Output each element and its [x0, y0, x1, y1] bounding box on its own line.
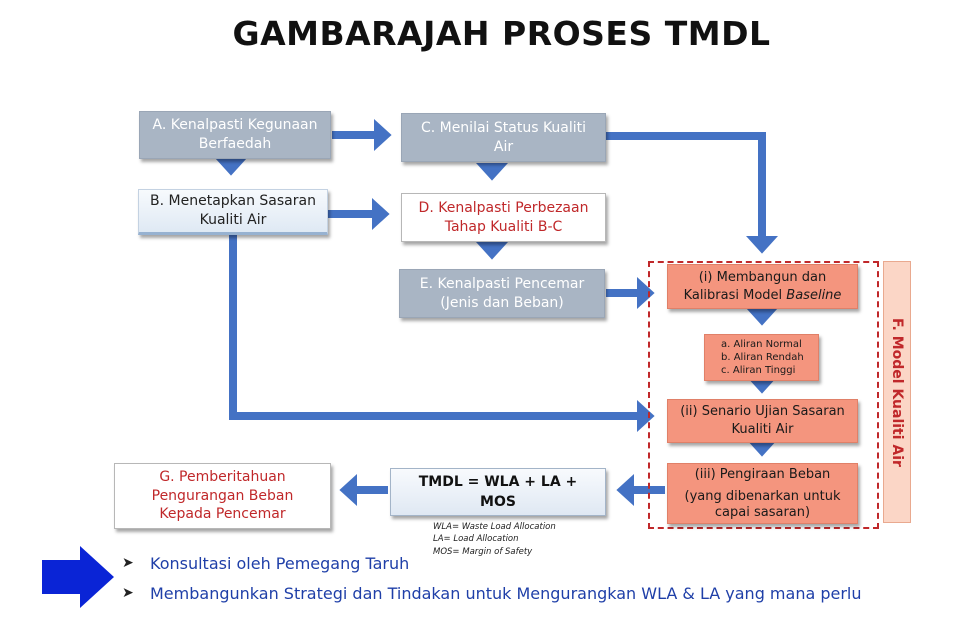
bullet-arrow-icon: ➤: [122, 585, 134, 601]
box-d: D. Kenalpasti Perbezaan Tahap Kualiti B-…: [401, 193, 606, 242]
flow-high: c. Aliran Tinggi: [721, 365, 796, 376]
box-f-iii: (iii) Pengiraan Beban (yang dibenarkan u…: [667, 463, 858, 524]
bullet-item: ➤ Konsultasi oleh Pemegang Taruh: [122, 551, 862, 575]
box-f-i: (i) Membangun dan Kalibrasi Model Baseli…: [667, 264, 858, 309]
note-la: LA= Load Allocation: [433, 534, 519, 545]
box-d-label: D. Kenalpasti Perbezaan Tahap Kualiti B-…: [418, 199, 589, 235]
box-f-i-label: (i) Membangun dan Kalibrasi Model Baseli…: [683, 269, 842, 303]
flow-low: b. Aliran Rendah: [721, 352, 804, 363]
bullet-list: ➤ Konsultasi oleh Pemegang Taruh ➤ Memba…: [122, 551, 862, 611]
box-a-label: A. Kenalpasti Kegunaan Berfaedah: [152, 117, 318, 152]
big-arrow-icon: [42, 546, 114, 608]
page-title: GAMBARAJAH PROSES TMDL: [232, 14, 771, 53]
box-c-label: C. Menilai Status Kualiti Air: [420, 119, 587, 155]
note-wla: WLA= Waste Load Allocation: [433, 522, 556, 532]
box-g-label: G. Pemberitahuan Pengurangan Beban Kepad…: [151, 468, 294, 523]
box-flows: a. Aliran Normal b. Aliran Rendah c. Ali…: [704, 334, 819, 381]
box-a: A. Kenalpasti Kegunaan Berfaedah: [139, 111, 331, 159]
bullet-text: Membangunkan Strategi dan Tindakan untuk…: [150, 583, 862, 603]
box-e-label: E. Kenalpasti Pencemar (Jenis dan Beban): [419, 275, 585, 311]
arrow-c-to-fi: [606, 132, 778, 254]
model-label: F. Model Kualiti Air: [889, 317, 905, 467]
note-mos: MOS= Margin of Safety: [433, 546, 533, 557]
box-c: C. Menilai Status Kualiti Air: [401, 113, 606, 162]
bullet-arrow-icon: ➤: [122, 555, 134, 571]
box-f-iii-line1: (iii) Pengiraan Beban: [694, 466, 831, 482]
box-e: E. Kenalpasti Pencemar (Jenis dan Beban): [399, 269, 605, 318]
box-f-ii: (ii) Senario Ujian Sasaran Kualiti Air: [667, 399, 858, 443]
bullet-text: Konsultasi oleh Pemegang Taruh: [150, 553, 410, 573]
abbreviation-notes: WLA= Waste Load Allocation LA= Load Allo…: [433, 521, 556, 558]
model-group-border: [648, 261, 879, 529]
box-g: G. Pemberitahuan Pengurangan Beban Kepad…: [114, 463, 331, 529]
box-b: B. Menetapkan Sasaran Kualiti Air: [138, 189, 328, 235]
bullet-item: ➤ Membangunkan Strategi dan Tindakan unt…: [122, 581, 862, 605]
model-label-panel: F. Model Kualiti Air: [883, 261, 911, 523]
box-f-iii-line2: (yang dibenarkan untuk capai sasaran): [684, 488, 841, 520]
box-f-ii-label: (ii) Senario Ujian Sasaran Kualiti Air: [680, 404, 845, 437]
box-b-label: B. Menetapkan Sasaran Kualiti Air: [150, 193, 316, 228]
arrow-b-to-fii: [229, 235, 655, 432]
box-tmdl: TMDL = WLA + LA + MOS: [390, 468, 606, 516]
flow-normal: a. Aliran Normal: [721, 339, 802, 350]
tmdl-formula: TMDL = WLA + LA + MOS: [418, 473, 578, 510]
